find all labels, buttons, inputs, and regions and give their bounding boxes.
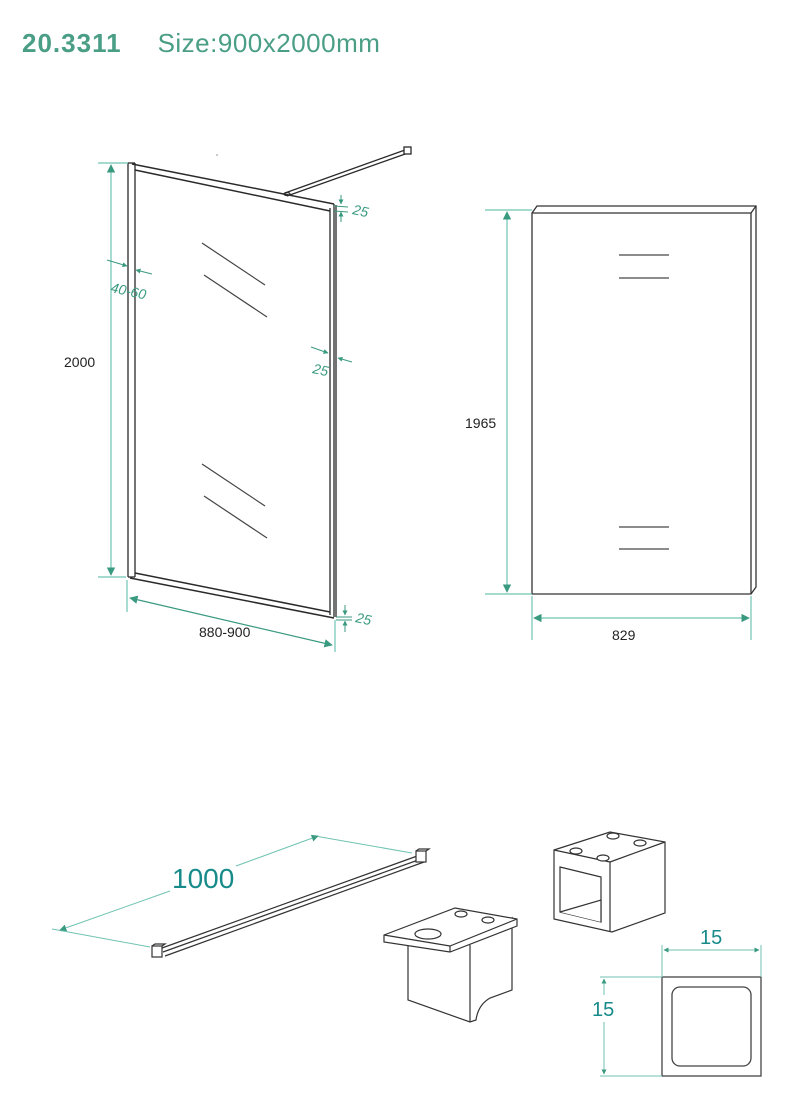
glass-reflection xyxy=(201,242,268,539)
side-profile-label: 25 xyxy=(310,360,330,379)
bar-length-dimension xyxy=(51,834,413,948)
glass-height-dimension xyxy=(485,209,532,595)
panel-view: 2000 40-60 25 25 25 xyxy=(64,146,412,652)
glass-width-dimension xyxy=(531,596,752,640)
bottom-profile-label: 25 xyxy=(353,609,373,628)
glass-view: 1965 829 xyxy=(465,205,757,643)
height-label: 2000 xyxy=(64,354,95,370)
wall-profile xyxy=(127,162,136,578)
glass-height-label: 1965 xyxy=(465,415,496,431)
section-height-label: 15 xyxy=(592,999,614,1021)
page-header: 20.3311 Size:900x2000mm xyxy=(22,28,380,64)
section-width-label: 15 xyxy=(700,927,722,949)
connector-block xyxy=(553,831,666,933)
wall-profile-dimension xyxy=(106,259,153,275)
height-dimension xyxy=(98,162,128,578)
width-label: 880-900 xyxy=(199,624,251,640)
glass-width-label: 829 xyxy=(612,627,636,643)
size-label: Size:900x2000mm xyxy=(157,28,381,58)
top-profile xyxy=(131,163,335,212)
product-code: 20.3311 xyxy=(22,28,122,58)
side-profile-dimension xyxy=(310,346,353,363)
top-profile-label: 25 xyxy=(350,201,370,220)
bar-length-label: 1000 xyxy=(172,863,234,894)
bottom-profile-dimension xyxy=(336,605,352,632)
wall-profile-label: 40-60 xyxy=(109,279,148,302)
width-dimension xyxy=(126,580,336,652)
profile-section: 15 15 xyxy=(592,927,762,1077)
bottom-profile xyxy=(129,572,335,619)
glass-pane xyxy=(531,205,757,595)
stabilizer-arm xyxy=(283,146,412,197)
glass-reflection xyxy=(619,254,669,550)
stabilizer-bar: 1000 xyxy=(51,834,431,958)
top-profile-dimension xyxy=(333,195,349,222)
wall-bracket xyxy=(383,907,518,1023)
right-profile xyxy=(329,204,337,617)
